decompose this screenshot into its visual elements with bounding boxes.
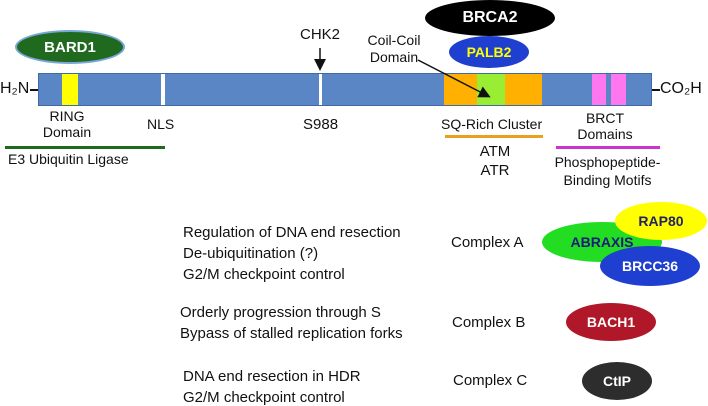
s988-label: S988 bbox=[303, 116, 339, 133]
coil-coil-label-line2: Domain bbox=[369, 49, 419, 65]
e3-ligase-label: E3 Ubiquitin Ligase bbox=[8, 151, 129, 167]
brct-domain-segment-2 bbox=[611, 74, 626, 105]
n-terminus-dash bbox=[30, 89, 38, 91]
coil-coil-label: Coil-Coil Domain bbox=[360, 32, 428, 66]
complex-c-label: Complex C bbox=[453, 372, 528, 389]
c-terminus-dash bbox=[652, 89, 660, 91]
ctip-partner: CtIP bbox=[582, 362, 652, 400]
complex-b-label: Complex B bbox=[452, 314, 526, 331]
brcc36-partner: BRCC36 bbox=[600, 246, 700, 286]
complex-c-function: G2/M checkpoint control bbox=[183, 389, 345, 406]
coil-coil-arrow bbox=[417, 59, 491, 98]
complex-a-function: G2/M checkpoint control bbox=[183, 266, 345, 283]
sq-rich-cluster-label: SQ-Rich Cluster bbox=[441, 116, 543, 132]
ring-domain-label-line1: RING bbox=[49, 108, 85, 124]
complex-c-functions: DNA end resection in HDR G2/M checkpoint… bbox=[183, 366, 361, 406]
brct-domains-label-line2: Domains bbox=[577, 126, 633, 142]
complex-a-function: De-ubiquitination (?) bbox=[183, 245, 319, 262]
palb2-partner: PALB2 bbox=[449, 36, 529, 68]
complex-b-functions: Orderly progression through S Bypass of … bbox=[180, 302, 403, 344]
phosphopeptide-label-line1: Phosphopeptide- bbox=[554, 154, 661, 170]
ring-domain-label: RING Domain bbox=[35, 108, 99, 140]
nls-label: NLS bbox=[147, 116, 175, 132]
brct-domains-label-line1: BRCT bbox=[585, 110, 625, 126]
complex-b-function: Bypass of stalled replication forks bbox=[180, 325, 403, 342]
ring-domain-segment bbox=[62, 74, 78, 105]
e3-ligase-underline bbox=[5, 146, 165, 149]
brca2-partner: BRCA2 bbox=[425, 0, 555, 36]
n-terminus-label: H₂N bbox=[0, 80, 30, 97]
atm-label: ATM bbox=[479, 143, 511, 160]
kinase-labels: ATM ATR bbox=[465, 142, 525, 180]
chk2-label: CHK2 bbox=[300, 26, 341, 43]
nls-marker bbox=[161, 74, 165, 105]
ring-domain-label-line2: Domain bbox=[42, 124, 92, 140]
bach1-partner: BACH1 bbox=[566, 303, 656, 341]
s988-marker bbox=[319, 74, 322, 105]
complex-b-function: Orderly progression through S bbox=[180, 304, 381, 321]
coil-coil-label-line1: Coil-Coil bbox=[367, 32, 421, 48]
brca1-protein-bar bbox=[38, 73, 652, 106]
complex-a-label: Complex A bbox=[451, 234, 524, 251]
sq-cluster-underline bbox=[445, 135, 543, 138]
complex-a-functions: Regulation of DNA end resection De-ubiqu… bbox=[183, 222, 401, 285]
atr-label: ATR bbox=[480, 162, 510, 179]
phosphopeptide-label-line2: Binding Motifs bbox=[563, 172, 652, 188]
brct-domains-label: BRCT Domains bbox=[570, 110, 640, 142]
complex-c-function: DNA end resection in HDR bbox=[183, 368, 361, 385]
brct-underline bbox=[556, 146, 660, 149]
phosphopeptide-label: Phosphopeptide- Binding Motifs bbox=[545, 153, 670, 189]
complex-a-function: Regulation of DNA end resection bbox=[183, 224, 401, 241]
c-terminus-label: CO₂H bbox=[660, 80, 702, 97]
bard1-partner: BARD1 bbox=[15, 30, 125, 64]
brct-domain-segment-1 bbox=[592, 74, 606, 105]
rap80-partner: RAP80 bbox=[615, 202, 707, 240]
